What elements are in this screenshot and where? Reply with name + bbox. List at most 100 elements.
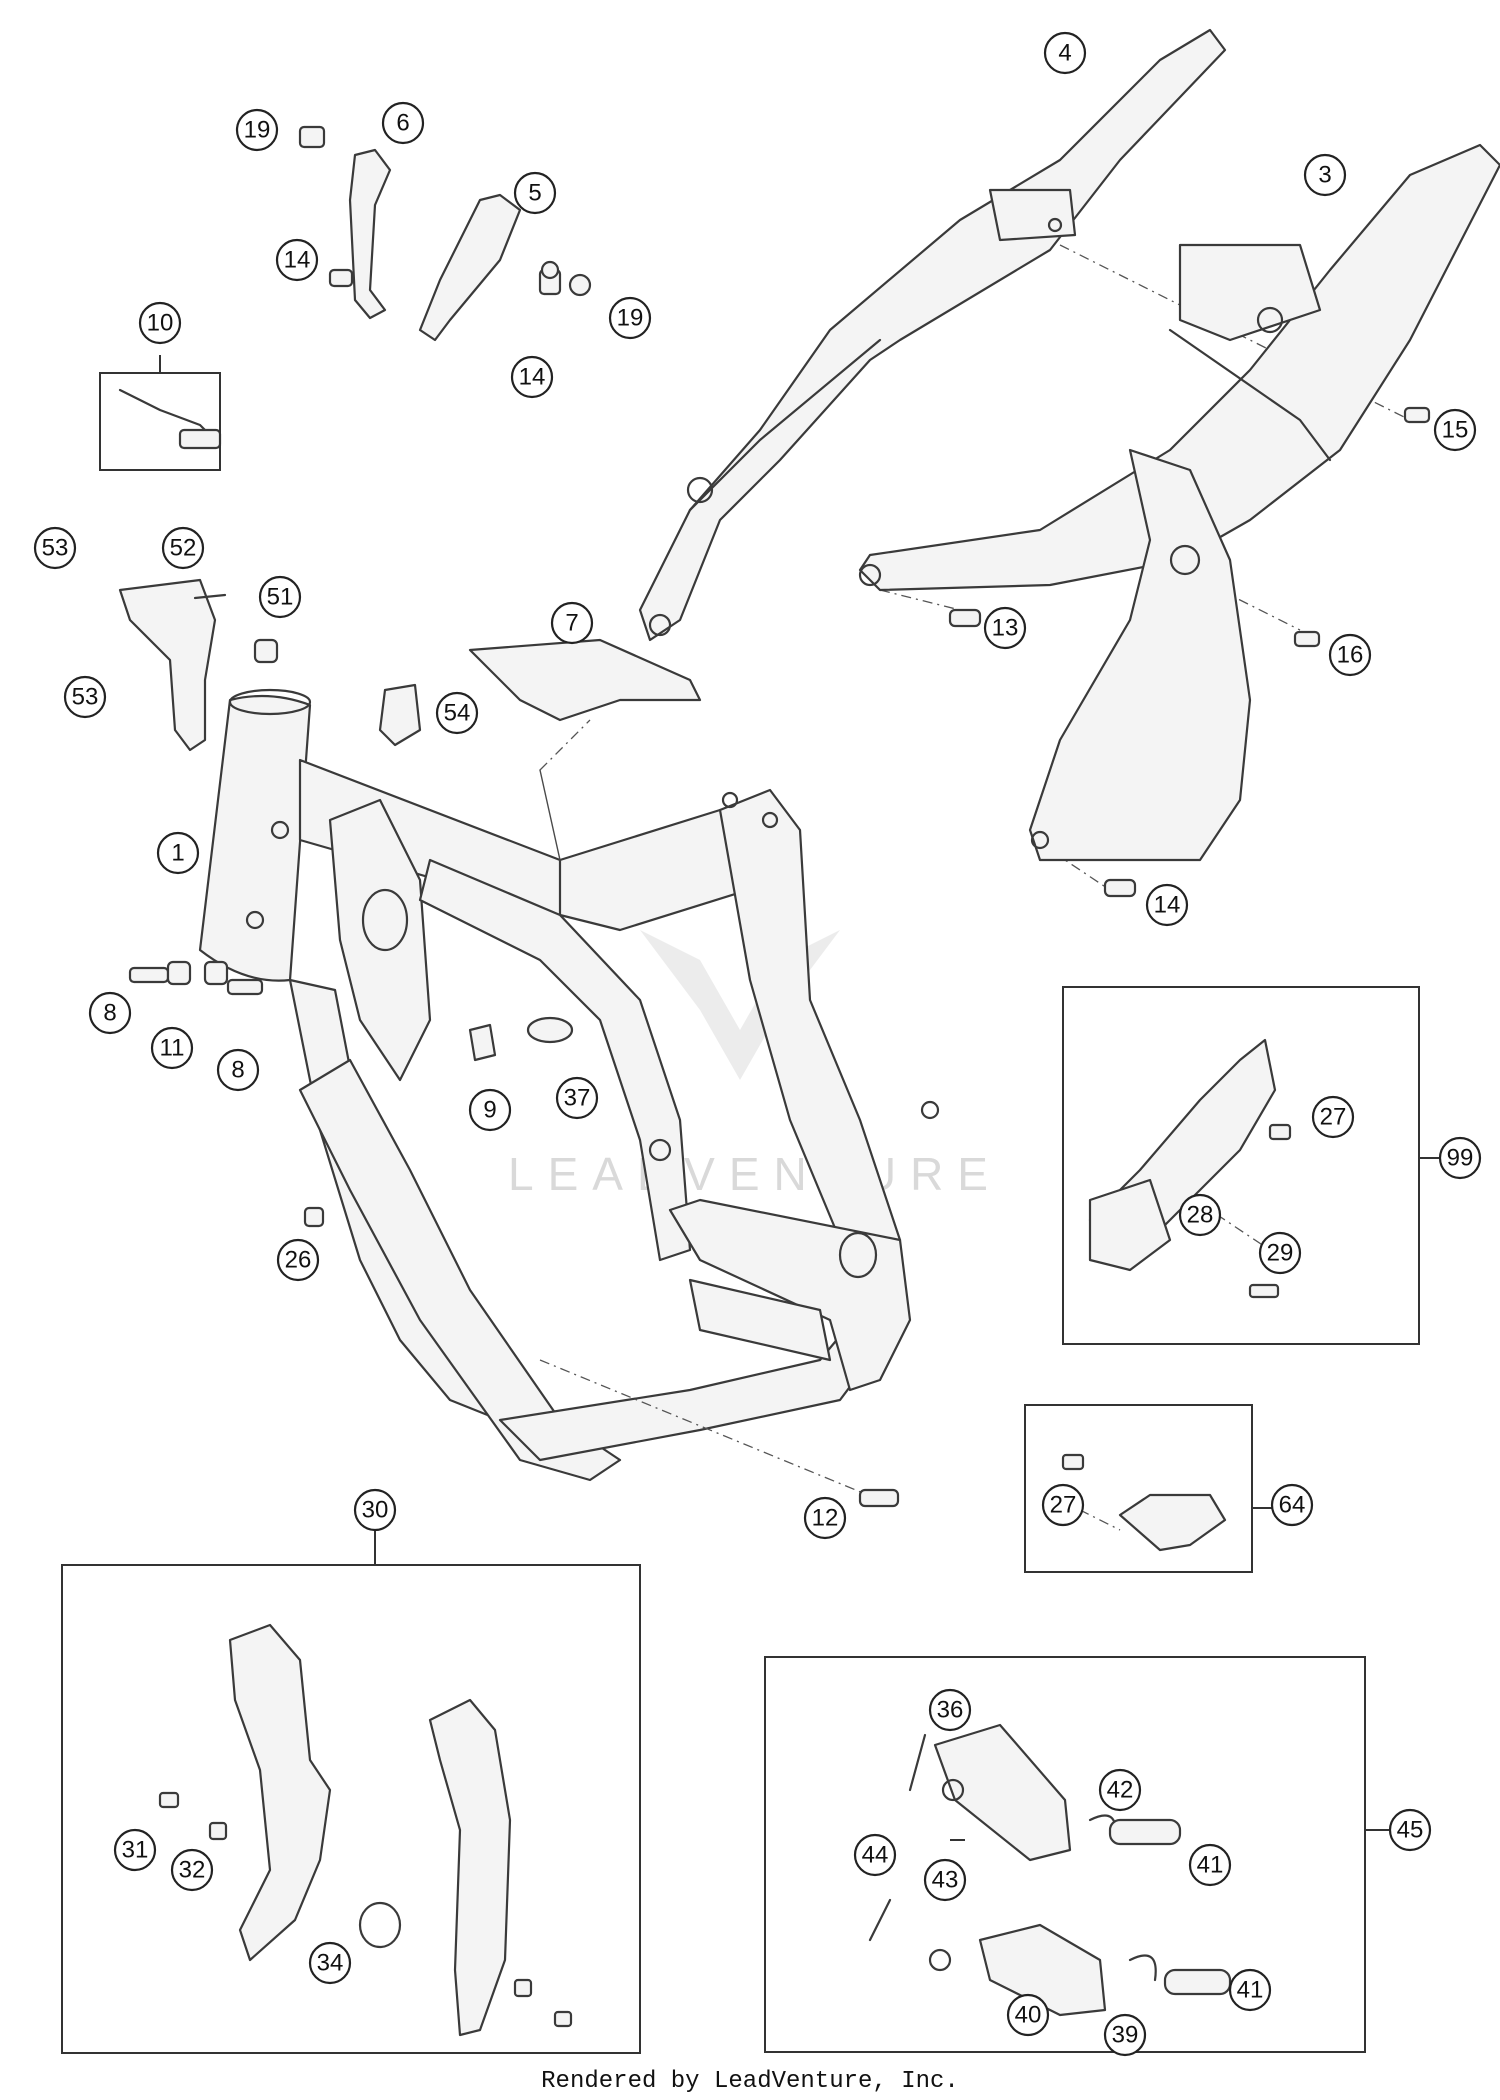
callout-30: 30 — [353, 1488, 397, 1532]
callout-26: 26 — [276, 1238, 320, 1282]
callout-54: 54 — [435, 691, 479, 735]
svg-text:45: 45 — [1397, 1817, 1424, 1844]
callout-10: 10 — [138, 301, 182, 345]
svg-text:16: 16 — [1337, 642, 1364, 669]
callout-34: 34 — [308, 1941, 352, 1985]
svg-text:41: 41 — [1237, 1977, 1264, 2004]
svg-text:43: 43 — [932, 1867, 959, 1894]
svg-text:39: 39 — [1112, 2022, 1139, 2049]
svg-text:42: 42 — [1107, 1777, 1134, 1804]
svg-text:5: 5 — [528, 180, 541, 207]
callout-19a: 19 — [235, 108, 279, 152]
callout-3: 3 — [1303, 153, 1347, 197]
box-30 — [61, 1530, 641, 2054]
callout-16: 16 — [1328, 633, 1372, 677]
callout-1: 1 — [156, 831, 200, 875]
svg-text:53: 53 — [42, 535, 69, 562]
svg-text:6: 6 — [396, 110, 409, 137]
svg-text:26: 26 — [285, 1247, 312, 1274]
svg-text:30: 30 — [362, 1497, 389, 1524]
callout-32: 32 — [170, 1848, 214, 1892]
svg-text:37: 37 — [564, 1085, 591, 1112]
callout-7: 7 — [550, 601, 594, 645]
callout-39: 39 — [1103, 2013, 1147, 2057]
main-frame-drawing — [198, 688, 940, 1482]
svg-text:10: 10 — [147, 310, 174, 337]
callout-52: 52 — [161, 526, 205, 570]
callout-37: 37 — [555, 1076, 599, 1120]
callout-19b: 19 — [608, 296, 652, 340]
callout-27b: 27 — [1041, 1483, 1085, 1527]
box-45 — [764, 1656, 1390, 2053]
svg-text:28: 28 — [1187, 1202, 1214, 1229]
box-99 — [1062, 986, 1440, 1345]
svg-text:1: 1 — [171, 840, 184, 867]
svg-text:8: 8 — [231, 1057, 244, 1084]
svg-text:15: 15 — [1442, 417, 1469, 444]
callout-12: 12 — [803, 1496, 847, 1540]
svg-text:27: 27 — [1320, 1104, 1347, 1131]
svg-text:40: 40 — [1015, 2002, 1042, 2029]
callout-41a: 41 — [1188, 1843, 1232, 1887]
svg-text:11: 11 — [160, 1035, 185, 1062]
kit-box-10 — [99, 372, 221, 471]
svg-text:53: 53 — [72, 684, 99, 711]
callout-99: 99 — [1438, 1136, 1482, 1180]
callout-36: 36 — [928, 1688, 972, 1732]
svg-text:31: 31 — [122, 1837, 149, 1864]
svg-text:9: 9 — [483, 1097, 496, 1124]
callout-53a: 53 — [33, 526, 77, 570]
watermark-text: LEADVENTURE — [508, 1148, 1002, 1200]
svg-text:36: 36 — [937, 1697, 964, 1724]
svg-text:3: 3 — [1318, 162, 1331, 189]
callout-28: 28 — [1178, 1193, 1222, 1237]
small-parts-drawing — [118, 125, 1431, 1508]
subframe-drawing — [638, 28, 1500, 862]
svg-text:29: 29 — [1267, 1240, 1294, 1267]
callout-11: 11 — [150, 1026, 194, 1070]
svg-text:12: 12 — [812, 1505, 839, 1532]
svg-text:54: 54 — [444, 700, 471, 727]
callout-53b: 53 — [63, 675, 107, 719]
callout-15: 15 — [1433, 408, 1477, 452]
svg-text:19: 19 — [617, 305, 644, 332]
callout-64: 64 — [1270, 1483, 1314, 1527]
svg-text:27: 27 — [1050, 1492, 1077, 1519]
svg-text:14: 14 — [519, 364, 546, 391]
svg-text:8: 8 — [103, 1000, 116, 1027]
svg-text:51: 51 — [267, 584, 294, 611]
svg-text:13: 13 — [992, 615, 1019, 642]
svg-text:34: 34 — [317, 1950, 344, 1977]
callout-5: 5 — [513, 171, 557, 215]
callout-14c: 14 — [1145, 883, 1189, 927]
callout-42: 42 — [1098, 1768, 1142, 1812]
callout-8a: 8 — [88, 991, 132, 1035]
svg-text:7: 7 — [565, 610, 578, 637]
callout-29: 29 — [1258, 1231, 1302, 1275]
svg-text:64: 64 — [1279, 1492, 1306, 1519]
svg-text:32: 32 — [179, 1857, 206, 1884]
svg-text:44: 44 — [862, 1842, 889, 1869]
callout-45: 45 — [1388, 1808, 1432, 1852]
svg-text:41: 41 — [1197, 1852, 1224, 1879]
box-64 — [1024, 1404, 1272, 1573]
svg-text:4: 4 — [1058, 40, 1071, 67]
callout-27a: 27 — [1311, 1095, 1355, 1139]
callout-14a: 14 — [275, 238, 319, 282]
callout-51: 51 — [258, 575, 302, 619]
callout-8b: 8 — [216, 1048, 260, 1092]
callout-4: 4 — [1043, 31, 1087, 75]
callout-6: 6 — [381, 101, 425, 145]
callout-31: 31 — [113, 1828, 157, 1872]
svg-text:99: 99 — [1447, 1145, 1474, 1172]
callout-9: 9 — [468, 1088, 512, 1132]
svg-text:14: 14 — [284, 247, 311, 274]
callout-13: 13 — [983, 606, 1027, 650]
svg-text:52: 52 — [170, 535, 197, 562]
footer-credit: Rendered by LeadVenture, Inc. — [541, 2068, 959, 2095]
svg-text:14: 14 — [1154, 892, 1181, 919]
callout-14b: 14 — [510, 355, 554, 399]
callout-43: 43 — [923, 1858, 967, 1902]
callout-40: 40 — [1006, 1993, 1050, 2037]
